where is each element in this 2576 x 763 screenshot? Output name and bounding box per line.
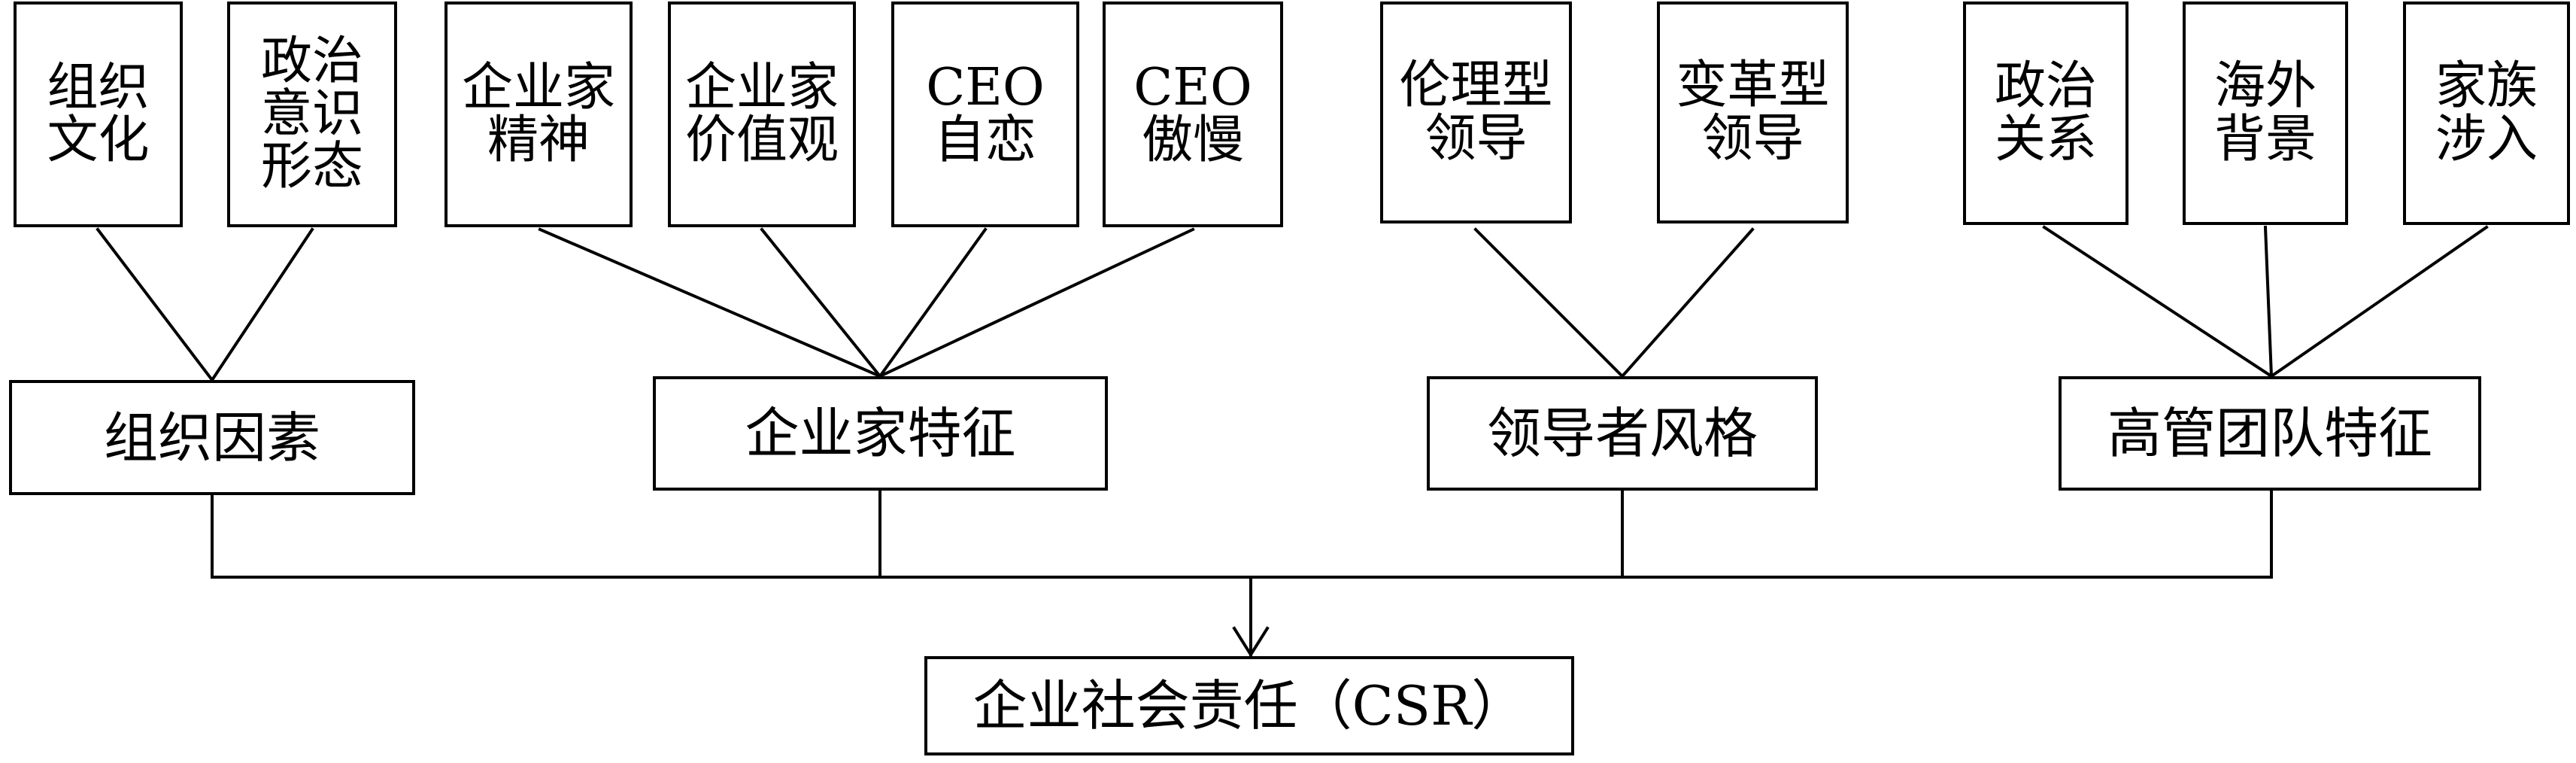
group-entrepreneur-traits: 企业家特征 xyxy=(653,376,1108,491)
factor-entrepreneurship: 企业家精神 xyxy=(445,2,633,227)
connector-ethical-leadership xyxy=(1473,227,1625,378)
factor-ethical-leadership: 伦理型领导 xyxy=(1380,2,1572,223)
connector-ceo-hubris xyxy=(878,227,1195,378)
connector-political-ideology xyxy=(210,227,314,382)
outcome-csr: 企业社会责任（CSR） xyxy=(924,656,1574,755)
connector-political-connections xyxy=(2042,225,2274,378)
arrow-head-icon xyxy=(1232,626,1270,658)
group-leadership-style: 领导者风格 xyxy=(1427,376,1818,491)
factor-political-ideology: 政治意识形态 xyxy=(227,2,397,227)
group-org-factors: 组织因素 xyxy=(9,380,415,495)
factor-ceo-narcissism: CEO自恋 xyxy=(891,2,1079,227)
factor-org-culture: 组织文化 xyxy=(14,2,183,227)
connector-entrepreneur-values xyxy=(760,227,882,378)
group-tmt-traits: 高管团队特征 xyxy=(2059,376,2481,491)
factor-family-involvement: 家族涉入 xyxy=(2403,2,2570,225)
factor-entrepreneur-values: 企业家价值观 xyxy=(668,2,856,227)
connector-ceo-narcissism xyxy=(878,227,988,378)
factor-ceo-hubris: CEO傲慢 xyxy=(1103,2,1283,227)
connector-family-involvement xyxy=(2269,225,2489,378)
factor-overseas-background: 海外背景 xyxy=(2183,2,2348,225)
connector-overseas-background xyxy=(2263,225,2274,378)
factor-political-connections: 政治关系 xyxy=(1963,2,2128,225)
connector-entrepreneurship xyxy=(538,227,882,378)
connector-org-culture xyxy=(96,227,214,382)
factor-transformational-leadership: 变革型领导 xyxy=(1657,2,1849,223)
connector-transformational-leadership xyxy=(1620,227,1755,378)
